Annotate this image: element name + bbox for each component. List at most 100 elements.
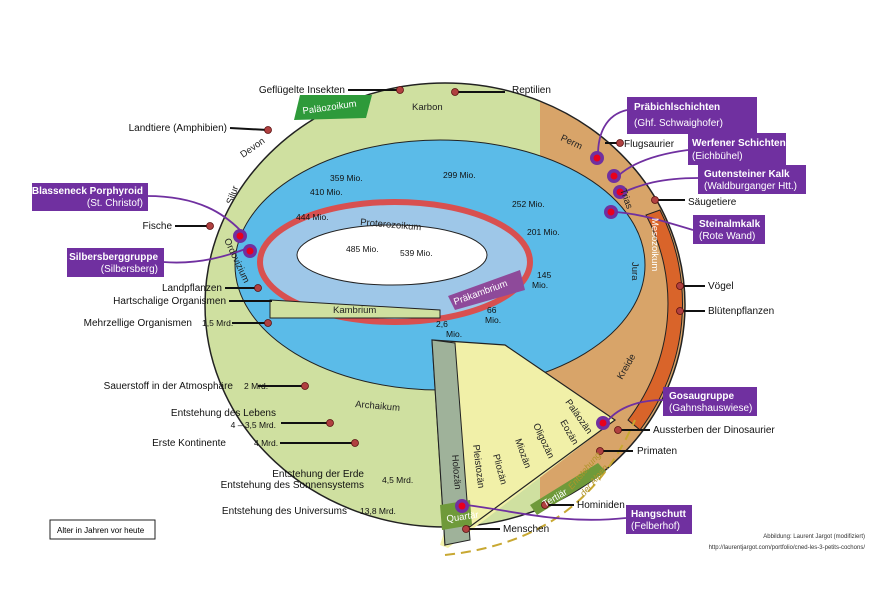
event-markers [206,86,684,533]
svg-text:Gosaugruppe: Gosaugruppe [669,391,734,402]
event-labels-right: Reptilien Flugsaurier Säugetiere Vögel B… [503,85,775,535]
age-410: 410 Mio. [310,187,343,197]
svg-text:(St. Christof): (St. Christof) [87,198,143,209]
event-sauerstoff: Sauerstoff in der Atmosphäre [104,381,234,392]
event-mehrzellige: Mehrzellige Organismen [84,318,192,329]
age-145: 145 [537,270,551,280]
svg-text:Hangschutt: Hangschutt [631,509,687,520]
location-blasseneck: Blasseneck Porphyroid (St. Christof) [32,183,148,211]
age-universum: 13,8 Mrd. [360,506,396,516]
pin-blasseneck [233,229,247,243]
svg-text:(Rote Wand): (Rote Wand) [699,231,755,242]
credit: Abbildung: Laurent Jargot (modifiziert) [763,534,865,540]
pin-werfener [607,169,621,183]
age-252: 252 Mio. [512,199,545,209]
svg-text:(Eichbühel): (Eichbühel) [692,151,743,162]
event-hartschalige: Hartschalige Organismen [113,296,226,307]
svg-text:(Gahnshauswiese): (Gahnshauswiese) [669,403,752,414]
age-201: 201 Mio. [527,227,560,237]
age-444: 444 Mio. [296,212,329,222]
period-kambrium: Kambrium [333,305,376,316]
event-erde: Entstehung der Erde [272,469,364,480]
pin-silbersberg [243,244,257,258]
pin-praebichl [590,151,604,165]
event-gefluegelte-insekten: Geflügelte Insekten [259,85,345,96]
proterozoic-ring [257,199,533,325]
legend-box: Alter in Jahren vor heute [49,519,156,540]
event-kontinente: Erste Kontinente [152,438,226,449]
svg-text:Silbersberggruppe: Silbersberggruppe [69,252,158,263]
event-landpflanzen: Landpflanzen [162,283,222,294]
age-66: 66 [487,305,497,315]
event-fische: Fische [143,221,173,232]
event-landtiere: Landtiere (Amphibien) [129,123,227,134]
period-pleistozaen: Pleistozän [470,444,486,489]
event-aussterben: Aussterben der Dinosaurier [653,425,775,436]
location-pins [233,151,627,513]
age-kontinente: 4 Mrd. [254,438,278,448]
svg-text:Alter in Jahren vor heute: Alter in Jahren vor heute [57,526,145,535]
location-boxes: Präbichlschichten (Ghf. Schwaighofer) We… [32,97,806,534]
location-gosau: Gosaugruppe (Gahnshauswiese) [663,387,757,416]
age-mehrzellige: 1,5 Mrd. [202,318,233,328]
location-gutensteiner: Gutensteiner Kalk (Waldburganger Htt.) [698,165,806,194]
age-145-unit: Mio. [532,280,548,290]
age-299: 299 Mio. [443,170,476,180]
location-steinalm: Steinalmkalk (Rote Wand) [693,215,765,244]
event-universum: Entstehung des Universums [222,506,347,517]
age-359: 359 Mio. [330,173,363,183]
svg-text:Gutensteiner Kalk: Gutensteiner Kalk [704,169,790,180]
location-praebichl: Präbichlschichten (Ghf. Schwaighofer) [627,97,757,134]
event-bluetenpflanzen: Blütenpflanzen [708,306,774,317]
event-reptilien: Reptilien [512,85,551,96]
period-karbon: Karbon [412,102,443,113]
event-hominiden: Hominiden [577,500,625,511]
event-primaten: Primaten [637,446,677,457]
period-devon: Devon [238,136,267,161]
period-holozaen: Holozän [449,454,463,490]
age-labels: 359 Mio. 299 Mio. 410 Mio. 444 Mio. 252 … [296,170,560,339]
pin-gutensteiner [613,185,627,199]
pin-hangschutt [455,499,469,513]
age-2-6: 2,6 [436,319,448,329]
leader-lines [175,89,705,530]
age-66-unit: Mio. [485,315,501,325]
location-werfener: Werfener Schichten (Eichbühel) [688,133,786,165]
alps-arc [444,419,636,556]
era-archaikum: Archaikum [355,399,401,414]
event-labels-left: Geflügelte Insekten Landtiere (Amphibien… [84,85,414,517]
location-arrows [146,109,699,521]
event-saeugetiere: Säugetiere [688,197,737,208]
pin-steinalm [604,205,618,219]
event-voegel: Vögel [708,281,734,292]
era-proterozoikum: Proterozoikum [360,217,422,233]
credit-url: http://laurentjargot.com/portfolio/cned-… [709,545,866,551]
location-hangschutt: Hangschutt (Felberhof) [626,505,692,534]
era-mesozoikum: Mesozoikum [649,218,660,271]
outer-ring [204,82,686,548]
svg-text:Steinalmkalk: Steinalmkalk [699,219,761,230]
age-2-6-unit: Mio. [446,329,462,339]
age-erde: 4,5 Mrd. [382,475,413,485]
era-quartaer: Quartär [446,510,479,525]
svg-text:(Felberhof): (Felberhof) [631,521,680,532]
age-485: 485 Mio. [346,244,379,254]
svg-text:Präbichlschichten: Präbichlschichten [634,102,720,113]
event-menschen: Menschen [503,524,549,535]
location-silbersberg: Silbersberggruppe (Silbersberg) [67,248,164,277]
event-flugsaurier: Flugsaurier [624,139,675,150]
age-539: 539 Mio. [400,248,433,258]
period-jura: Jura [629,262,640,281]
pin-gosau [596,416,610,430]
event-leben: Entstehung des Lebens [171,408,276,419]
svg-text:(Silbersberg): (Silbersberg) [101,264,158,275]
svg-text:Werfener Schichten: Werfener Schichten [692,138,786,149]
event-sonnensystem: Entstehung des Sonnensystems [221,480,364,491]
svg-text:Blasseneck Porphyroid: Blasseneck Porphyroid [32,186,143,197]
svg-text:(Waldburganger Htt.): (Waldburganger Htt.) [704,181,797,192]
age-leben: 4 – 3,5 Mrd. [231,420,276,430]
age-sauerstoff: 2 Mrd. [244,381,268,391]
svg-text:(Ghf. Schwaighofer): (Ghf. Schwaighofer) [634,118,723,129]
